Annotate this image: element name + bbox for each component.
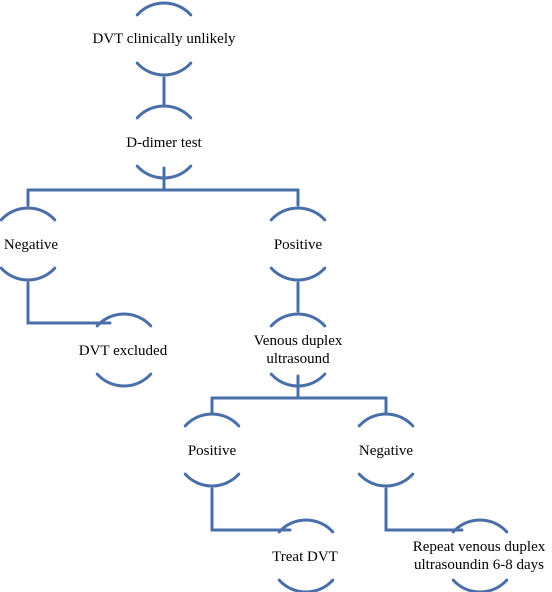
connector-positive-to-treat [210,487,292,532]
node-venous-duplex-line2: ultrasound [266,351,330,367]
node-negative-d-dimer-top-arc [0,206,57,222]
node-venous-duplex-ultrasound-top-arc [269,312,327,328]
node-venous-duplex-ultrasound: Venous duplex ultrasound [238,332,358,368]
node-positive-ultrasound-bottom-arc [183,472,241,488]
node-positive-ultrasound-top-arc [183,412,241,428]
node-d-dimer-test: D-dimer test [126,135,202,151]
node-negative-ultrasound-bottom-arc [357,472,415,488]
node-positive-d-dimer: Positive [273,237,323,253]
node-repeat-venous-duplex-bottom-arc [451,578,509,592]
node-d-dimer-test-top-arc [135,104,193,120]
node-dvt-excluded-bottom-arc [95,372,153,388]
node-dvt-clinically-unlikely-bottom-arc [135,61,193,77]
node-dvt-excluded-top-arc [95,312,153,328]
node-dvt-clinically-unlikely: DVT clinically unlikely [92,31,236,47]
node-dvt-excluded: DVT excluded [78,343,168,359]
connector-negative-to-repeat [384,487,464,532]
node-repeat-line1: Repeat venous duplex [412,539,546,555]
node-negative-d-dimer: Negative [3,237,59,253]
node-repeat-line2: ultrasoundin 6-8 days [414,557,544,573]
node-treat-dvt-top-arc [277,518,335,534]
node-negative-ultrasound: Negative [358,443,414,459]
node-positive-ultrasound: Positive [187,443,237,459]
node-repeat-venous-duplex-top-arc [451,518,509,534]
node-positive-d-dimer-bottom-arc [269,266,327,282]
node-dvt-clinically-unlikely-top-arc [135,1,193,17]
node-repeat-venous-duplex: Repeat venous duplex ultrasoundin 6-8 da… [404,538,552,574]
connector-negative-to-excluded [26,281,112,325]
node-negative-d-dimer-bottom-arc [0,266,57,282]
node-treat-dvt-bottom-arc [277,578,335,592]
node-treat-dvt: Treat DVT [272,549,338,565]
node-positive-d-dimer-top-arc [269,206,327,222]
node-venous-duplex-line1: Venous duplex [253,333,343,349]
node-negative-ultrasound-top-arc [357,412,415,428]
